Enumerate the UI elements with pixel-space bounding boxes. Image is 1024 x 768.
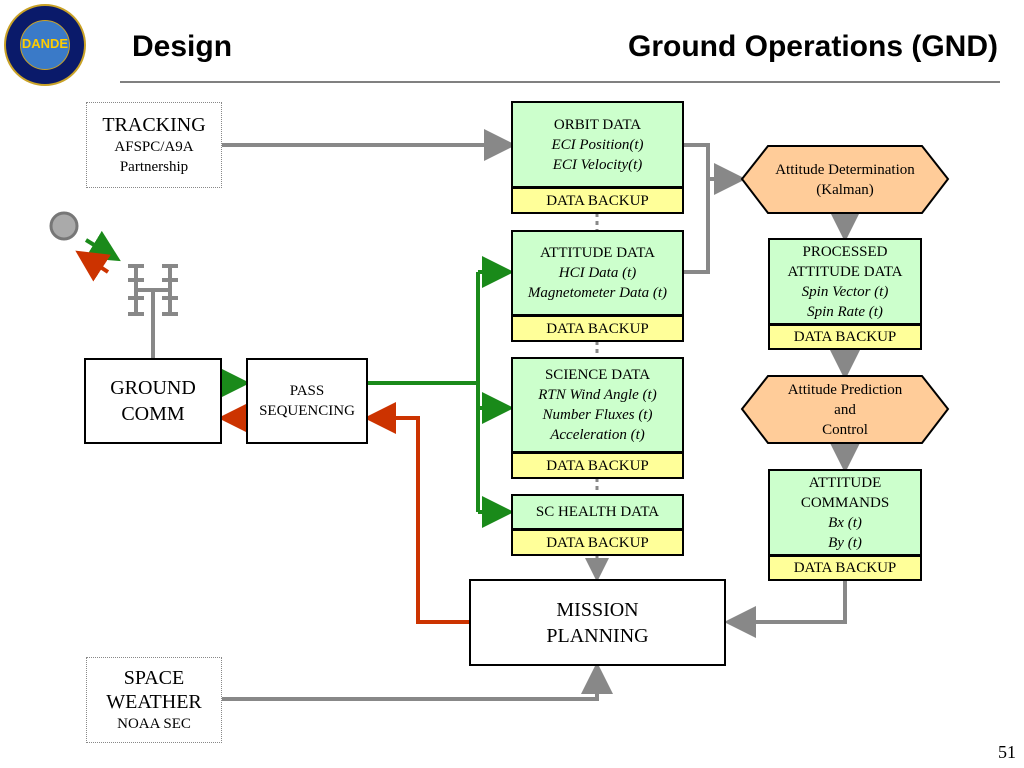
attitude-determination-line1: Attitude Determination — [775, 161, 915, 178]
attitude-determination-shape — [740, 145, 950, 214]
antenna-icon — [128, 264, 178, 358]
space-weather-title2: WEATHER — [106, 691, 202, 713]
science-data-item1: RTN Wind Angle (t) — [538, 387, 657, 403]
attitude-determination-line2: (Kalman) — [816, 181, 874, 198]
attitude-commands-item1: Bx (t) — [828, 514, 862, 531]
page-title-left: Design — [132, 30, 233, 63]
sc-health-backup: DATA BACKUP — [511, 529, 684, 556]
satellite-icon — [49, 211, 79, 241]
attitude-commands-line2: COMMANDS — [800, 494, 890, 511]
space-weather-line1: NOAA SEC — [117, 716, 191, 732]
attitude-determination-label: Attitude Determination (Kalman) — [760, 148, 930, 211]
uplink-arrow — [84, 230, 121, 262]
tracking-line1: AFSPC/A9A — [114, 139, 194, 155]
ground-comm-line1: GROUND — [110, 377, 196, 399]
tracking-box: TRACKING AFSPC/A9A Partnership — [86, 102, 222, 188]
science-data-item3: Acceleration (t) — [550, 427, 645, 443]
attitude-prediction-line2: and — [834, 401, 856, 418]
attitude-data-item2: Magnetometer Data (t) — [527, 285, 668, 301]
orbit-data-item1: ECI Position(t) — [551, 136, 644, 153]
orbit-data-backup: DATA BACKUP — [511, 187, 684, 214]
orbit-data-title: ORBIT DATA — [553, 116, 642, 133]
processed-attitude-item2: Spin Rate (t) — [807, 303, 883, 320]
tracking-title: TRACKING — [102, 114, 206, 136]
attitude-commands-item2: By (t) — [828, 534, 862, 551]
attitude-data-box: ATTITUDE DATA HCI Data (t) Magnetometer … — [511, 230, 684, 316]
mission-planning-box: MISSION PLANNING — [469, 579, 726, 666]
mission-planning-line1: MISSION — [556, 598, 639, 621]
attitude-commands-backup: DATA BACKUP — [768, 555, 922, 581]
sc-health-box: SC HEALTH DATA — [511, 494, 684, 530]
attitude-commands-box: ATTITUDE COMMANDS Bx (t) By (t) — [768, 469, 922, 556]
attitude-data-backup: DATA BACKUP — [511, 315, 684, 342]
mission-planning-line2: PLANNING — [546, 624, 649, 647]
attitude-commands-line1: ATTITUDE — [808, 474, 882, 491]
science-data-title: SCIENCE DATA — [544, 367, 651, 383]
processed-attitude-line2: ATTITUDE DATA — [787, 263, 903, 280]
page-title-right: Ground Operations (GND) — [628, 30, 998, 63]
page-number: 51 — [998, 742, 1016, 762]
pass-sequencing-box: PASS SEQUENCING — [246, 358, 368, 444]
science-data-box: SCIENCE DATA RTN Wind Angle (t) Number F… — [511, 357, 684, 453]
ground-comm-line2: COMM — [121, 403, 185, 425]
space-weather-box: SPACE WEATHER NOAA SEC — [86, 657, 222, 743]
science-data-backup: DATA BACKUP — [511, 452, 684, 479]
arrow-weather-to-mission — [222, 662, 613, 701]
attitude-prediction-label: Attitude Prediction and Control — [760, 378, 930, 441]
tracking-line2: Partnership — [119, 159, 189, 175]
attitude-prediction-line1: Attitude Prediction — [787, 381, 903, 398]
arrow-mission-to-pass — [364, 402, 470, 624]
downlink-arrow — [75, 250, 111, 282]
pass-sequencing-line1: PASS — [289, 383, 325, 399]
orbit-data-item2: ECI Velocity(t) — [552, 156, 643, 173]
science-data-item2: Number Fluxes (t) — [542, 407, 653, 423]
attitude-data-item1: HCI Data (t) — [558, 265, 637, 281]
ground-comm-box: GROUND COMM — [84, 358, 222, 444]
logo-text: DANDE — [21, 36, 69, 51]
processed-attitude-box: PROCESSED ATTITUDE DATA Spin Vector (t) … — [768, 238, 922, 325]
attitude-data-title: ATTITUDE DATA — [539, 245, 656, 261]
dande-logo: DANDE — [4, 4, 86, 86]
processed-attitude-backup: DATA BACKUP — [768, 324, 922, 350]
processed-attitude-item1: Spin Vector (t) — [801, 283, 889, 300]
attitude-prediction-line3: Control — [822, 421, 868, 438]
orbit-data-box: ORBIT DATA ECI Position(t) ECI Velocity(… — [511, 101, 684, 188]
space-weather-title1: SPACE — [123, 667, 185, 689]
pass-sequencing-line2: SEQUENCING — [259, 403, 355, 419]
arrow-commands-to-mission — [724, 581, 847, 638]
processed-attitude-line1: PROCESSED — [802, 243, 888, 260]
connector-orbit-attitude — [684, 143, 710, 274]
attitude-prediction-shape — [740, 375, 950, 444]
